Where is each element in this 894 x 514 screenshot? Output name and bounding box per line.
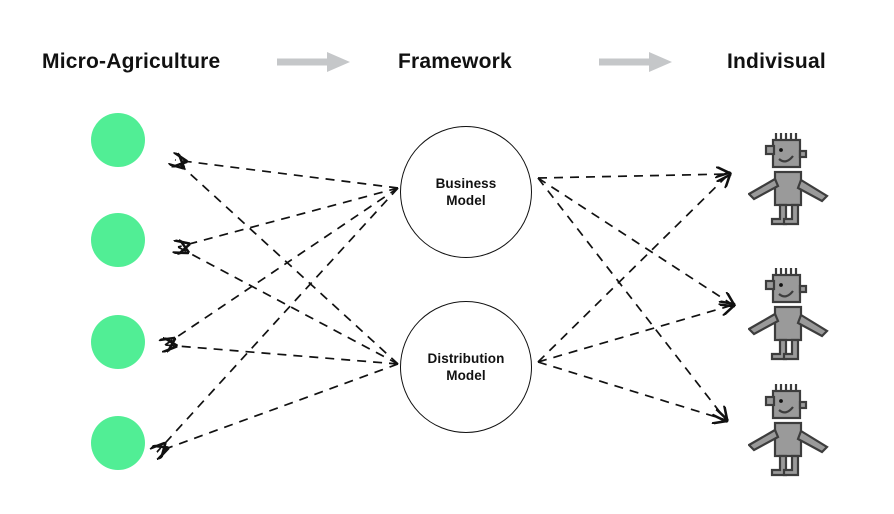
green-circle-icon bbox=[91, 315, 145, 369]
framework-node-label-line2: Model bbox=[446, 193, 486, 208]
person-figure-icon bbox=[748, 133, 829, 226]
framework-node-label-line1: Distribution bbox=[427, 350, 505, 366]
right-arrow-icon bbox=[277, 50, 351, 79]
framework-node-business-model: Business Model bbox=[400, 126, 532, 258]
green-circle-icon bbox=[91, 113, 145, 167]
edges-left-group bbox=[157, 160, 399, 452]
person-figure-icon bbox=[748, 268, 829, 361]
green-circle-icon bbox=[91, 416, 145, 470]
right-arrow-icon bbox=[599, 50, 673, 79]
framework-node-label: Distribution Model bbox=[428, 350, 505, 385]
column-header-indivisual: Indivisual bbox=[727, 50, 826, 73]
column-header-framework: Framework bbox=[398, 50, 512, 73]
edges-right-group bbox=[537, 174, 733, 420]
framework-node-label-line2: Model bbox=[446, 368, 486, 383]
framework-node-label: Business Model bbox=[436, 175, 497, 210]
framework-node-distribution-model: Distribution Model bbox=[400, 301, 532, 433]
framework-node-label-line1: Business bbox=[435, 175, 497, 191]
green-circle-icon bbox=[91, 213, 145, 267]
column-header-micro-agriculture: Micro-Agriculture bbox=[42, 50, 221, 73]
person-figure-icon bbox=[748, 384, 829, 477]
